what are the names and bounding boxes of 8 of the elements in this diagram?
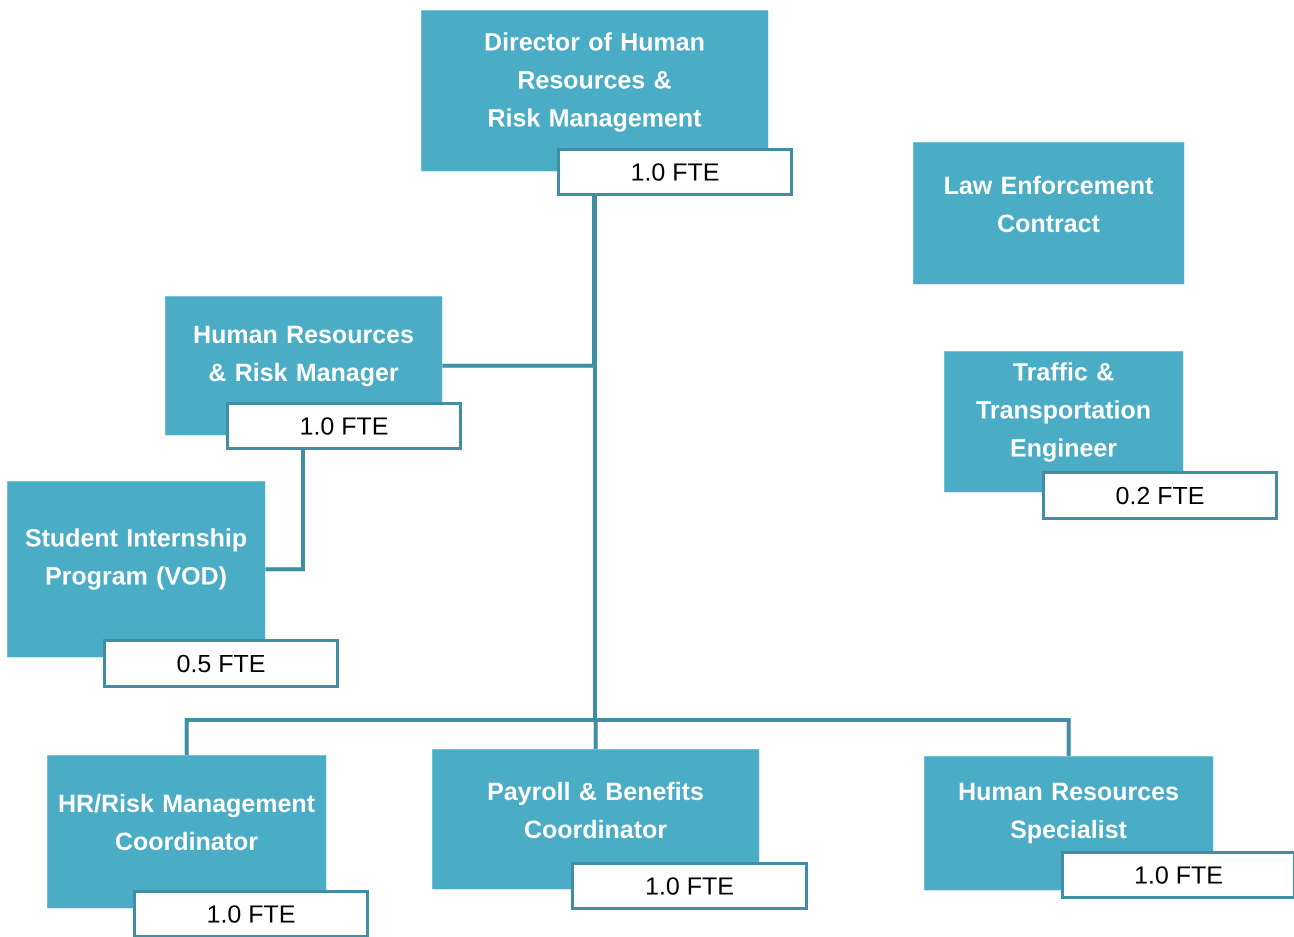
fte-box: 1.0 FTE	[571, 862, 808, 910]
fte-box: 1.0 FTE	[1061, 851, 1294, 899]
connector-line	[442, 196, 596, 368]
org-box: Law Enforcement Contract	[913, 142, 1185, 285]
connector-line	[265, 450, 305, 572]
fte-box: 1.0 FTE	[226, 402, 462, 450]
fte-box: 1.0 FTE	[557, 148, 793, 196]
connector-line	[593, 196, 1071, 756]
